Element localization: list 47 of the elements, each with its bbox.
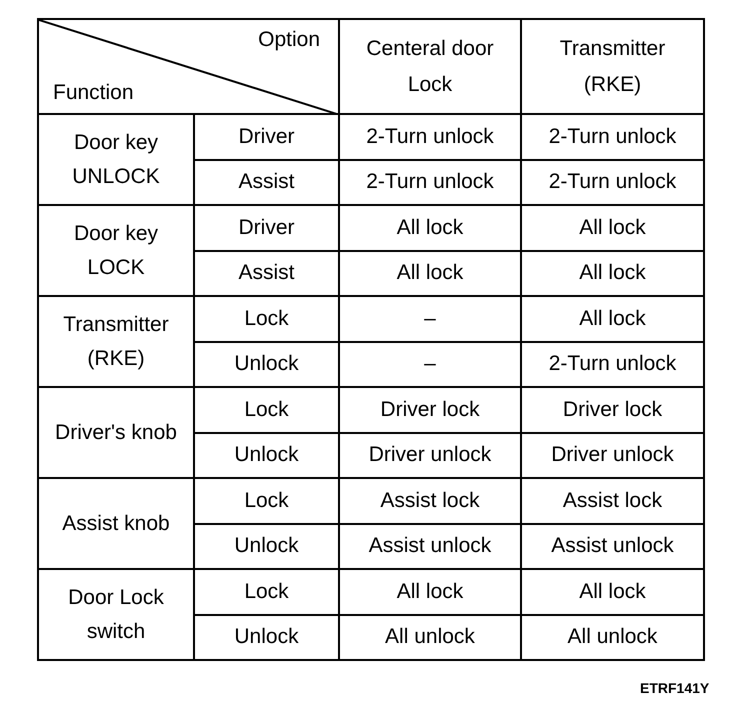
cell-value: All unlock [568,625,658,648]
function-label: Assist knob [61,510,171,536]
function-label: Driver's knob [54,420,178,446]
option-label: Lock [244,306,289,330]
cell-value: All lock [396,216,464,239]
option-label: Lock [244,488,289,512]
function-label: Transmitter (RKE) [62,312,170,372]
function-label: Door Lock switch [67,584,165,644]
cell-value: Assist lock [562,488,662,512]
cell-value: 2-Turn unlock [366,124,494,148]
option-label: Unlock [234,534,299,558]
option-label: Lock [244,398,289,421]
cell-value: 2-Turn unlock [548,124,676,148]
cell-value: All lock [396,580,464,603]
cell-value: 2-Turn unlock [548,352,676,376]
row-axis-label: Function [53,81,134,105]
cell-value: 2-Turn unlock [366,170,494,194]
cell-value: Driver unlock [368,443,492,466]
option-label: Assist [238,170,294,194]
cell-value: All unlock [385,625,475,648]
cell-value: Assist unlock [368,534,492,558]
cell-value: Assist unlock [551,534,674,558]
column-header: Transmitter (RKE) [558,36,666,98]
function-label: Door key UNLOCK [71,130,161,190]
column-header: Centeral door Lock [365,36,495,98]
cell-value: All lock [579,306,646,330]
cell-value: All lock [579,580,646,603]
cell-value: Assist lock [380,488,480,512]
cell-value: All lock [579,216,646,239]
option-label: Assist [238,261,294,284]
cell-value: – [424,306,436,330]
option-label: Unlock [234,443,299,466]
cell-value: Driver unlock [551,443,674,466]
option-label: Unlock [234,352,299,376]
column-axis-label: Option [258,28,320,52]
cell-value: Driver lock [380,398,480,421]
cell-value: Driver lock [562,398,662,421]
cell-value: 2-Turn unlock [548,170,676,194]
figure-code: ETRF141Y [640,680,710,696]
option-label: Unlock [234,625,299,648]
cell-value: All lock [579,261,646,284]
option-label: Driver [238,124,294,148]
cell-value: – [424,352,436,376]
cell-value: All lock [396,261,464,284]
option-label: Lock [244,580,289,603]
function-label: Door key LOCK [72,220,160,280]
option-label: Driver [238,216,294,239]
